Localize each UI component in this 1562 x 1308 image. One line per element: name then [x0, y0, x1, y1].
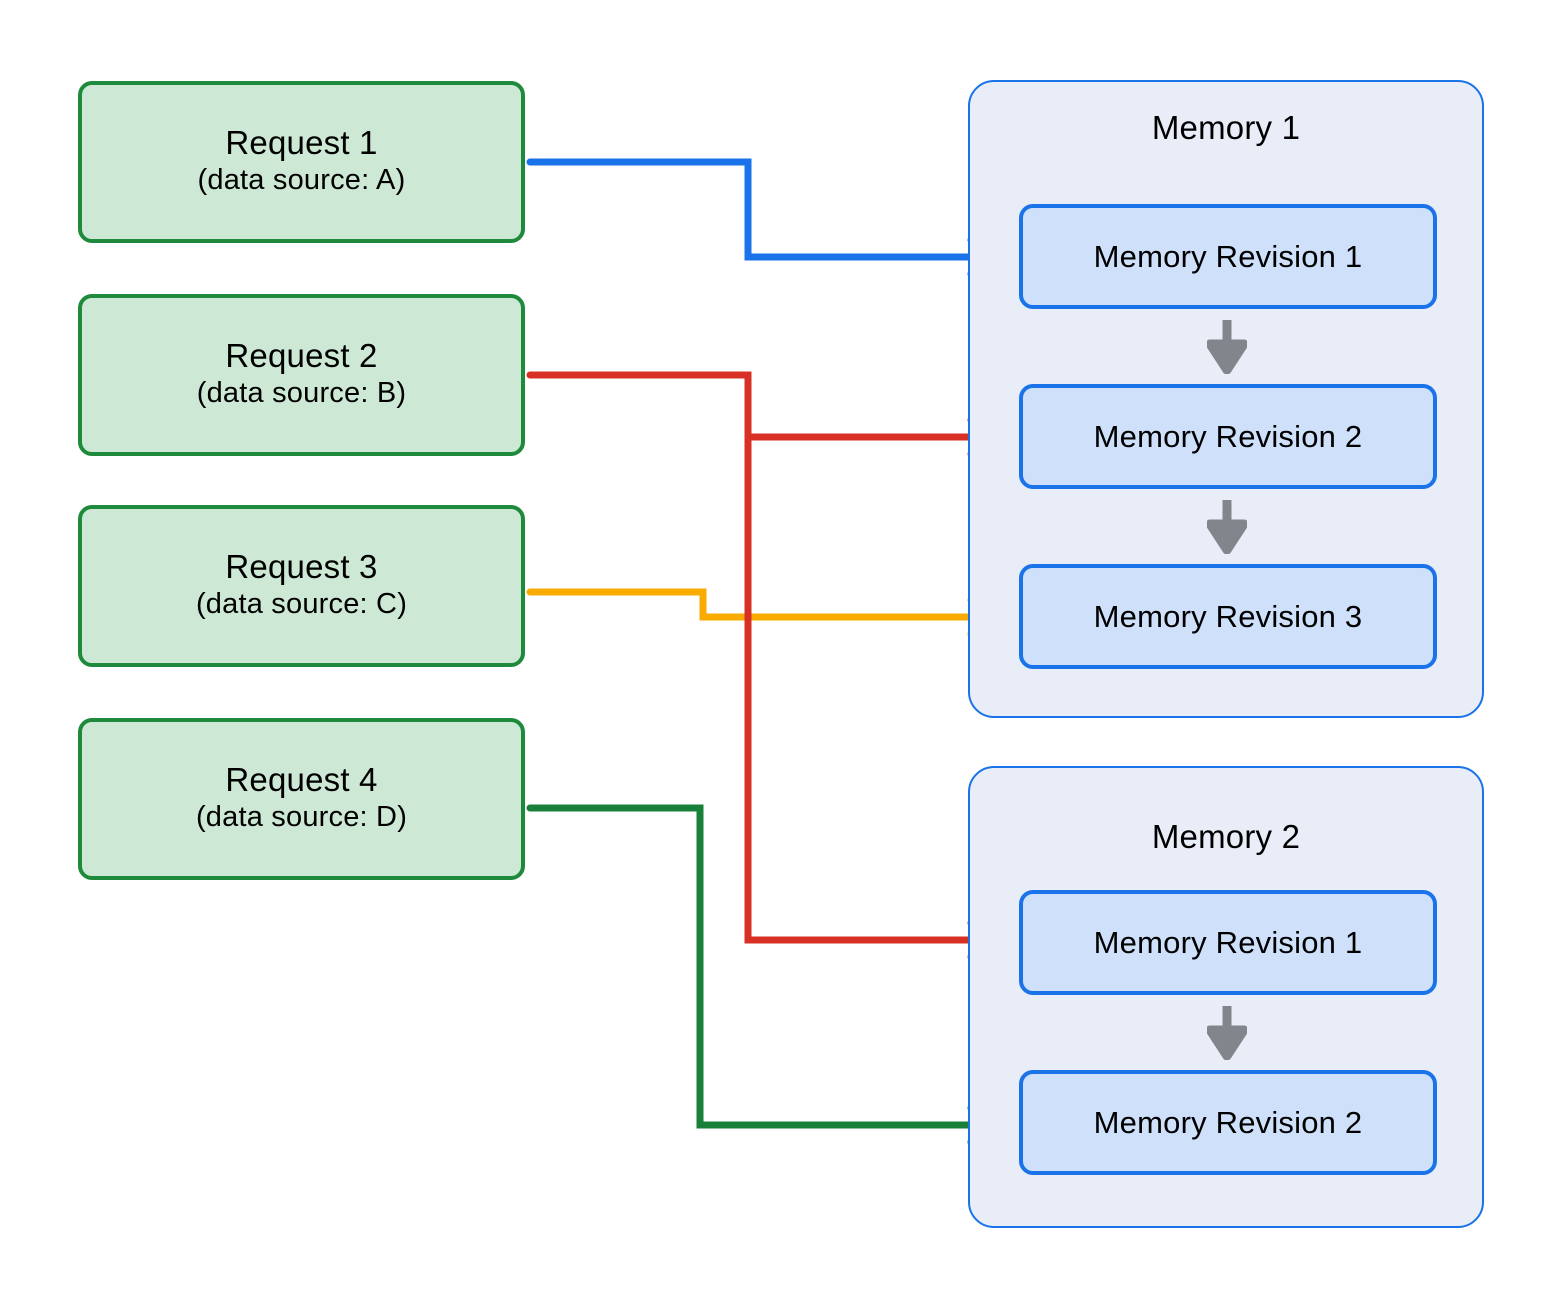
memory-2-revision-2[interactable]: Memory Revision 2	[1019, 1070, 1437, 1175]
memory-2-revision-1-label: Memory Revision 1	[1093, 924, 1363, 960]
down-arrow-icon-memory-1-b	[1207, 500, 1247, 554]
request-box-4[interactable]: Request 4 (data source: D)	[78, 718, 525, 880]
memory-2-title: Memory 2	[1151, 818, 1301, 855]
request-1-title: Request 1	[225, 124, 378, 162]
request-1-subtitle: (data source: A)	[197, 164, 406, 197]
down-arrow-icon-memory-1-a	[1207, 320, 1247, 374]
request-box-3[interactable]: Request 3 (data source: C)	[78, 505, 525, 667]
request-3-title: Request 3	[225, 548, 378, 586]
memory-1-revision-2[interactable]: Memory Revision 2	[1019, 384, 1437, 489]
memory-2-revision-2-label: Memory Revision 2	[1093, 1104, 1363, 1140]
request-4-subtitle: (data source: D)	[195, 801, 408, 834]
request-4-title: Request 4	[225, 761, 378, 799]
memory-1-revision-2-label: Memory Revision 2	[1093, 418, 1363, 454]
connector-request-3	[526, 588, 989, 621]
memory-1-revision-3[interactable]: Memory Revision 3	[1019, 564, 1437, 669]
request-box-1[interactable]: Request 1 (data source: A)	[78, 81, 525, 243]
connector-request-4	[526, 804, 989, 1129]
down-arrow-icon-memory-2-a	[1207, 1006, 1247, 1060]
request-3-subtitle: (data source: C)	[195, 588, 408, 621]
memory-group-1[interactable]: Memory 1 Memory Revision 1 Memory Revisi…	[968, 80, 1484, 718]
memory-1-revision-1-label: Memory Revision 1	[1093, 238, 1363, 274]
request-2-title: Request 2	[225, 337, 378, 375]
memory-2-revision-1[interactable]: Memory Revision 1	[1019, 890, 1437, 995]
memory-group-2[interactable]: Memory 2 Memory Revision 1 Memory Revisi…	[968, 766, 1484, 1228]
request-box-2[interactable]: Request 2 (data source: B)	[78, 294, 525, 456]
connector-request-1	[526, 158, 989, 261]
memory-1-revision-1[interactable]: Memory Revision 1	[1019, 204, 1437, 309]
memory-1-revision-3-label: Memory Revision 3	[1093, 598, 1363, 634]
memory-1-title: Memory 1	[1151, 109, 1301, 146]
request-2-subtitle: (data source: B)	[196, 377, 407, 410]
connector-request-2	[526, 371, 989, 944]
